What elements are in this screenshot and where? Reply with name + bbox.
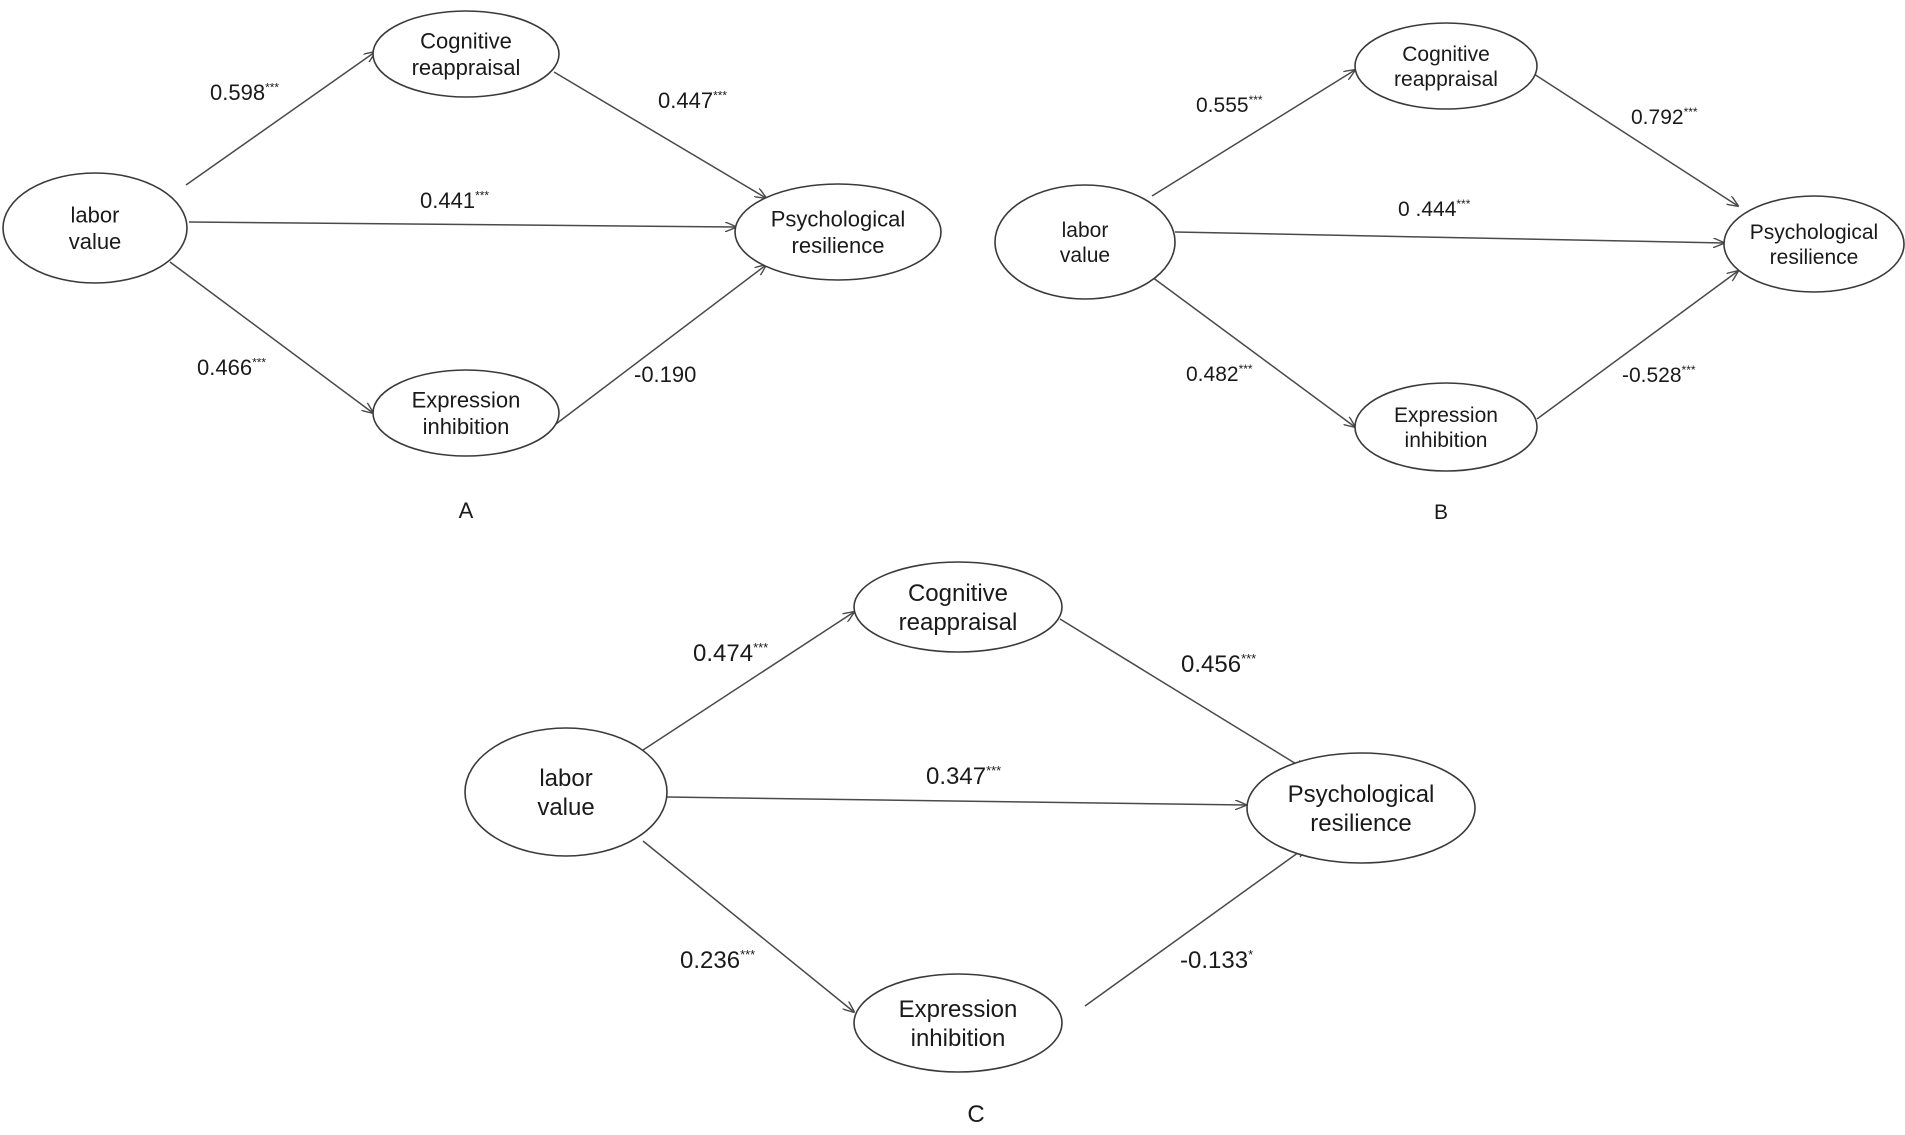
- panel-b-labor-to-cognitive-arrow: [1151, 70, 1355, 197]
- panel-c-expression-to-resilience-arrow: [1084, 847, 1306, 1007]
- panel-a-expression-to-resilience-arrow: [555, 265, 766, 425]
- panel-b-labor-to-cognitive-coefficient: 0.555***: [1196, 93, 1263, 117]
- panel-a-cognitive-to-resilience-arrow: [553, 71, 766, 198]
- panel-c-labor-to-cognitive-arrow: [639, 612, 854, 753]
- panel-c-expression-to-resilience-coefficient: -0.133*: [1180, 947, 1253, 974]
- panel-b-labor-to-expression-coefficient: 0.482***: [1186, 362, 1253, 386]
- panel-c-cognitive-to-resilience-arrow: [1059, 618, 1306, 770]
- panel-c-labor-value-node-label: value: [537, 794, 594, 821]
- panel-b-cognitive-reappraisal-node-label: Cognitive: [1402, 43, 1490, 66]
- panel-c-psychological-resilience-node-label: Psychological: [1288, 781, 1435, 808]
- panel-c-label: C: [967, 1101, 984, 1128]
- panel-c-labor-to-expression-arrow: [642, 840, 854, 1012]
- panel-b-expression-to-resilience-coefficient: -0.528***: [1622, 363, 1696, 387]
- panel-a-labor-to-resilience-coefficient: 0.441***: [420, 188, 489, 213]
- panel-c-cognitive-reappraisal-node-label: Cognitive: [908, 580, 1008, 607]
- panel-b-cognitive-to-resilience-coefficient: 0.792***: [1631, 105, 1698, 129]
- panel-c-cognitive-to-resilience-coefficient: 0.456***: [1181, 651, 1256, 678]
- panel-b-labor-to-resilience-arrow: [1174, 231, 1724, 243]
- panel-a-labor-value-node-label: value: [69, 229, 122, 254]
- panel-b-labor-value-node-label: value: [1060, 244, 1110, 267]
- panel-c-labor-to-cognitive-coefficient: 0.474***: [693, 640, 768, 667]
- panel-a-labor-to-expression-arrow: [169, 261, 373, 413]
- panel-b-expression-inhibition-node-label: Expression: [1394, 404, 1498, 427]
- panel-c-expression-inhibition-node-label: Expression: [899, 996, 1018, 1023]
- panel-b-label: B: [1434, 501, 1448, 524]
- panel-c-expression-inhibition-node-label: inhibition: [911, 1025, 1006, 1052]
- panel-b-psychological-resilience-node-label: Psychological: [1750, 221, 1878, 244]
- panel-c-cognitive-reappraisal-node-label: reappraisal: [899, 609, 1018, 636]
- panel-a-labor-value-node-label: labor: [71, 203, 120, 228]
- panel-a-psychological-resilience-node-label: Psychological: [771, 207, 906, 232]
- panel-a-label: A: [459, 498, 474, 523]
- panel-b-cognitive-to-resilience-arrow: [1533, 73, 1738, 206]
- panel-a-cognitive-reappraisal-node-label: Cognitive: [420, 29, 512, 54]
- panel-a-labor-to-resilience-arrow: [188, 221, 736, 227]
- panel-a-expression-inhibition-node-label: Expression: [412, 388, 521, 413]
- panel-c-labor-to-expression-coefficient: 0.236***: [680, 947, 755, 974]
- panel-a-labor-to-cognitive-coefficient: 0.598***: [210, 80, 279, 105]
- panel-a-expression-inhibition-node-label: inhibition: [423, 414, 510, 439]
- panel-c-labor-value-node-label: labor: [539, 765, 592, 792]
- panel-a-cognitive-to-resilience-coefficient: 0.447***: [658, 88, 727, 113]
- panel-c-psychological-resilience-node-label: resilience: [1310, 810, 1411, 837]
- panel-c-labor-to-resilience-arrow: [666, 796, 1246, 805]
- panel-a-cognitive-reappraisal-node-label: reappraisal: [412, 55, 521, 80]
- panel-b-labor-value-node-label: labor: [1062, 219, 1109, 242]
- panel-b-cognitive-reappraisal-node-label: reappraisal: [1394, 68, 1498, 91]
- panel-b-expression-to-resilience-arrow: [1536, 271, 1738, 420]
- panel-b-psychological-resilience-node-label: resilience: [1770, 246, 1859, 269]
- panel-b-labor-to-expression-arrow: [1151, 276, 1355, 427]
- panel-b-expression-inhibition-node-label: inhibition: [1405, 429, 1488, 452]
- panel-a-labor-to-expression-coefficient: 0.466***: [197, 355, 266, 380]
- panel-a-expression-to-resilience-coefficient: -0.190: [634, 362, 696, 387]
- panel-c-labor-to-resilience-coefficient: 0.347***: [926, 763, 1001, 790]
- panel-a-labor-to-cognitive-arrow: [185, 52, 375, 186]
- panel-a-psychological-resilience-node-label: resilience: [792, 233, 885, 258]
- panel-b-labor-to-resilience-coefficient: 0 .444***: [1398, 197, 1471, 221]
